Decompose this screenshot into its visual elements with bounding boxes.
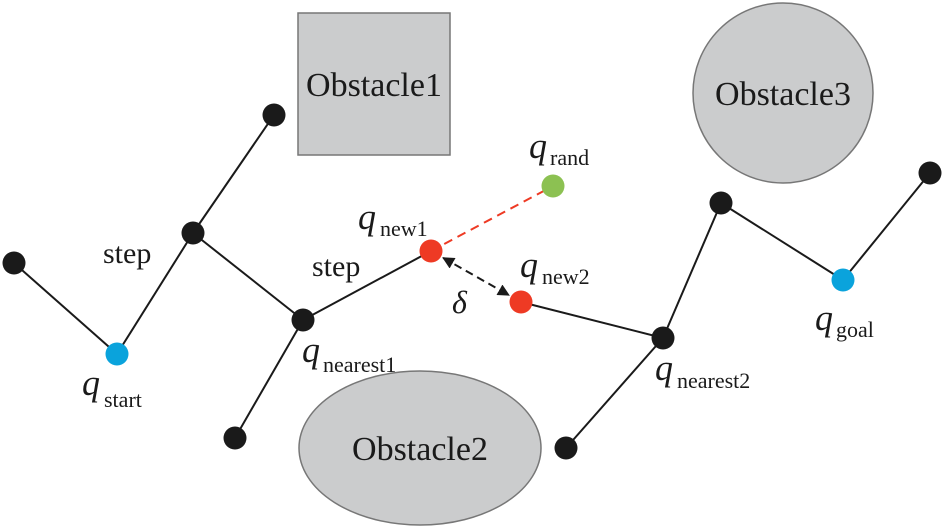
- step-label-2: step: [312, 250, 360, 283]
- q-goal-subscript: goal: [836, 317, 874, 342]
- node-q-new1: [419, 239, 443, 263]
- q-symbol: q: [815, 298, 833, 338]
- obstacle1-label: Obstacle1: [306, 67, 442, 104]
- rand-link-dashed: [430, 185, 554, 252]
- node-q-rand: [541, 174, 565, 198]
- q-new1-subscript: new1: [380, 216, 428, 241]
- node-q-new2: [509, 290, 533, 314]
- q-symbol: q: [358, 197, 376, 237]
- edge-q_nearest2-n_bottom2: [565, 337, 664, 449]
- delta-label: δ: [452, 284, 468, 320]
- q-symbol: q: [655, 348, 673, 388]
- obstacle2-label: Obstacle2: [352, 431, 488, 468]
- node-q-nearest1: [291, 308, 315, 332]
- edge-q_nearest2-n_upper2: [662, 202, 722, 339]
- tree-edges: [13, 114, 931, 449]
- obstacle3-label: Obstacle3: [715, 76, 851, 113]
- node-n-upper2: [709, 191, 733, 215]
- q-symbol: q: [520, 245, 538, 285]
- q-nearest1-subscript: nearest1: [323, 352, 396, 377]
- q-symbol: q: [529, 126, 547, 166]
- edge-n_mid-n_top: [192, 114, 275, 234]
- q-symbol: q: [302, 330, 320, 370]
- obstacle1: Obstacle1: [297, 12, 451, 156]
- q-goal-label: q goal: [815, 298, 874, 342]
- obstacle2-ellipse: [298, 370, 542, 526]
- edge-q_nearest1-q_new1: [302, 250, 432, 321]
- obstacle3: Obstacle3: [692, 2, 874, 184]
- q-new1-label: q new1: [358, 197, 428, 241]
- step-label-1: step: [103, 237, 151, 270]
- q-start-subscript: start: [104, 387, 142, 412]
- q-nearest2-subscript: nearest2: [677, 368, 750, 393]
- edge-n_left-q_start: [13, 262, 118, 355]
- edge-q_start-n_mid: [116, 232, 194, 355]
- node-n-left: [2, 251, 26, 275]
- node-n-bottom1: [223, 426, 247, 450]
- q-new2-label: q new2: [520, 245, 590, 289]
- edge-q_new2-q_nearest2: [520, 301, 664, 339]
- node-q-goal: [831, 268, 855, 292]
- node-q-nearest2: [651, 326, 675, 350]
- node-n-mid: [181, 221, 205, 245]
- node-q-start: [105, 342, 129, 366]
- q-start-label: q start: [82, 363, 142, 412]
- tree-nodes: [2, 103, 942, 460]
- node-n-right: [918, 161, 942, 185]
- obstacle3-circle: [692, 2, 874, 184]
- obstacle1-rect: [297, 12, 451, 156]
- q-rand-subscript: rand: [550, 145, 589, 170]
- obstacle2: Obstacle2: [298, 370, 542, 526]
- edge-n_upper2-q_goal: [720, 202, 844, 281]
- node-n-bottom2: [554, 436, 578, 460]
- q-nearest2-label: q nearest2: [655, 348, 750, 393]
- edge-q_goal-n_right: [842, 172, 931, 281]
- q-new2-subscript: new2: [542, 264, 590, 289]
- edge-n_mid-q_nearest1: [192, 232, 304, 321]
- q-symbol: q: [82, 363, 100, 403]
- node-n-top: [262, 103, 286, 127]
- q-nearest1-label: q nearest1: [302, 330, 396, 377]
- q-rand-label: q rand: [529, 126, 589, 170]
- edge-q_nearest1-n_bottom1: [234, 319, 304, 439]
